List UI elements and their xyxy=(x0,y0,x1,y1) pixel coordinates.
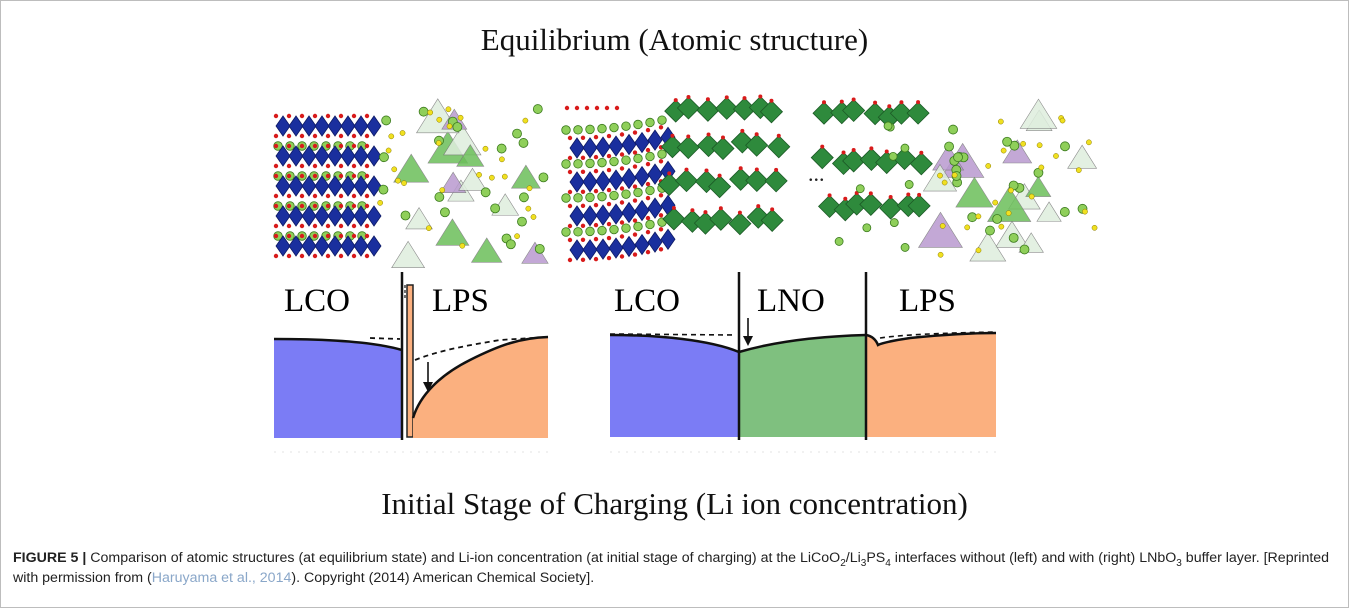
caption-text: /Li xyxy=(845,550,861,566)
atomic-structure-right xyxy=(810,97,1098,262)
concentration-profile-left xyxy=(273,272,549,453)
atomic-structure-middle xyxy=(561,94,791,263)
caption-text: interfaces without (left) and with (righ… xyxy=(890,550,1177,566)
lco-region-right xyxy=(610,335,739,437)
lps-spike xyxy=(406,284,414,438)
caption-text: PS xyxy=(866,550,886,566)
figure-caption: FIGURE 5 | Comparison of atomic structur… xyxy=(13,548,1338,588)
atomic-structure-left xyxy=(273,98,549,268)
label-lps-right: LPS xyxy=(899,283,956,319)
lco-region-left xyxy=(274,339,402,438)
label-lco-left: LCO xyxy=(284,283,350,319)
label-lco-right: LCO xyxy=(614,283,680,319)
caption-subscript: 2 xyxy=(840,557,846,569)
caption-subscript: 3 xyxy=(1176,557,1182,569)
concentration-profile-right xyxy=(609,272,997,453)
ellipsis-mark: ... xyxy=(808,161,825,186)
caption-subscript: 4 xyxy=(885,557,891,569)
lps-region-right xyxy=(866,333,996,437)
caption-subscript: 3 xyxy=(860,557,867,569)
lno-region xyxy=(739,335,866,437)
figure-title-top: Equilibrium (Atomic structure) xyxy=(480,22,869,57)
caption-figure-label: FIGURE 5 | xyxy=(13,550,87,566)
lps-region-left xyxy=(413,337,548,438)
figure-title-bottom: Initial Stage of Charging (Li ion concen… xyxy=(381,486,968,521)
caption-text: ). Copyright (2014) American Chemical So… xyxy=(291,570,595,586)
caption-text: Comparison of atomic structures (at equi… xyxy=(86,550,841,566)
label-lno: LNO xyxy=(757,283,825,319)
caption-citation-link[interactable]: Haruyama et al., 2014 xyxy=(151,570,292,586)
label-lps-left: LPS xyxy=(432,283,489,319)
caption-text: buffer layer. [Reprinted with permission… xyxy=(13,550,1330,586)
